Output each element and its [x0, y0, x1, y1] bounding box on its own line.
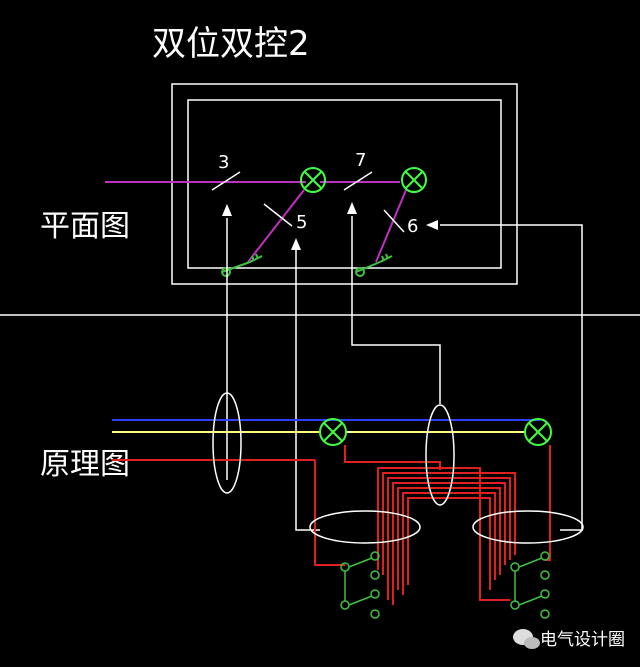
plan-wire-lamp1-switch	[247, 189, 305, 263]
wire-count-3: 3	[218, 152, 229, 173]
lamp-1-schematic	[319, 418, 347, 446]
bundle-ellipse-4	[472, 510, 584, 544]
lamp-2-plan	[401, 167, 427, 193]
wire-count-tick-6	[383, 209, 405, 233]
leader-lines	[226, 216, 583, 531]
watermark-text: 电气设计圈	[540, 630, 625, 650]
drawing-title: 双位双控2	[152, 24, 310, 64]
switch-2-plan	[355, 253, 393, 277]
schematic-label: 原理图	[40, 447, 130, 482]
plan-wire-lamp2-switch	[375, 189, 407, 263]
wechat-icon	[513, 629, 540, 649]
switch-contacts-right	[510, 551, 550, 619]
wire-count-6: 6	[407, 216, 418, 237]
switch-wires	[314, 445, 551, 605]
wire-count-7: 7	[355, 150, 366, 171]
wire-count-tick-7	[343, 171, 373, 191]
switch-1-plan	[221, 253, 263, 277]
wire-count-5: 5	[296, 212, 307, 233]
bundle-ellipse-2	[425, 404, 455, 506]
wire-count-tick-5	[263, 203, 293, 227]
lamp-1-plan	[300, 167, 326, 193]
plan-view-label: 平面图	[40, 209, 130, 244]
wire-count-tick-3	[211, 171, 241, 191]
room-outer-wall	[171, 83, 518, 285]
lamp-2-schematic	[524, 418, 552, 446]
bundle-ellipse-1	[212, 392, 242, 494]
leader-arrows	[222, 202, 438, 250]
switch-contacts-left	[340, 551, 380, 619]
bundle-ellipse-3	[309, 510, 421, 544]
room-inner-wall	[187, 99, 502, 269]
